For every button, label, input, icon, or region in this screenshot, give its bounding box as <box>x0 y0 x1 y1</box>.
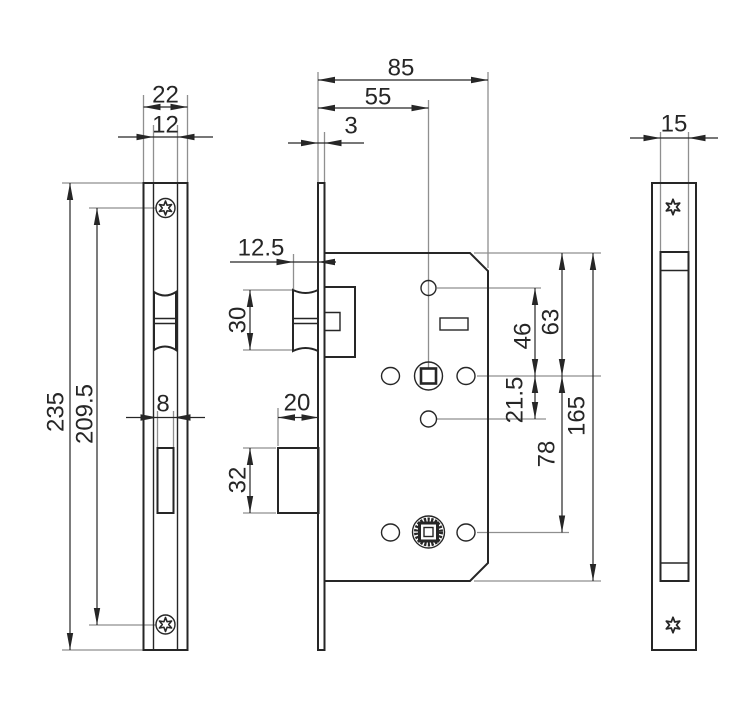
dim-label-latch-height: 30 <box>225 307 252 334</box>
dim-label-hole-to-spindle: 46 <box>510 323 537 350</box>
screw-hole-top <box>155 197 176 219</box>
dim-label-deadbolt-height: 32 <box>225 467 252 494</box>
latch-bolt-side <box>292 288 319 353</box>
fixing-hole-right <box>456 366 476 386</box>
dim-label-case-height: 165 <box>564 396 591 436</box>
dim-label-screw-distance: 209.5 <box>72 384 99 444</box>
screw-hole-bottom-back <box>665 616 681 634</box>
dim-label-deadbolt-slot-width: 8 <box>156 391 169 418</box>
dim-label-spindle-to-follower: 78 <box>534 441 561 468</box>
spindle-follower <box>413 361 444 391</box>
dim-label-faceplate-thickness: 3 <box>344 113 357 140</box>
screw-hole-bottom <box>155 614 176 635</box>
back-view: 15 <box>630 111 718 651</box>
dim-label-faceplate-height: 235 <box>43 392 70 432</box>
dim-label-spindle-to-lower-hole: 21.5 <box>502 377 529 424</box>
lock-case-side-view: 85 55 3 12.5 30 20 32 63 46 21.5 78 165 <box>225 55 601 651</box>
dim-label-case-depth: 85 <box>388 55 415 82</box>
dim-label-backset: 55 <box>365 84 392 111</box>
small-slot <box>439 317 469 331</box>
latch-housing <box>324 286 356 358</box>
dim-label-deadbolt-projection: 20 <box>284 390 311 417</box>
fixing-hole-left-lower <box>380 523 401 542</box>
fixing-hole-left <box>380 366 401 386</box>
case-outline <box>324 252 489 582</box>
dim-label-latch-projection: 12.5 <box>238 235 285 262</box>
dim-label-faceplate-width: 22 <box>152 82 179 109</box>
dim-label-top-to-spindle: 63 <box>538 309 565 336</box>
latch-bolt-front <box>153 290 177 352</box>
fixing-hole-right-lower <box>456 523 476 542</box>
deadbolt-follower <box>411 515 446 549</box>
screw-hole-top-back <box>665 198 681 216</box>
dim-label-case-thickness: 15 <box>661 111 688 138</box>
dim-label-channel-width: 12 <box>152 112 179 139</box>
deadbolt-side <box>277 447 320 514</box>
faceplate-back-outline <box>651 182 697 651</box>
top-adjust-hole <box>420 279 437 297</box>
lower-hole <box>419 410 438 428</box>
faceplate-front-view: 22 12 8 235 209.5 <box>43 82 213 651</box>
case-back-outline <box>659 251 690 582</box>
deadbolt-slot <box>156 447 175 514</box>
